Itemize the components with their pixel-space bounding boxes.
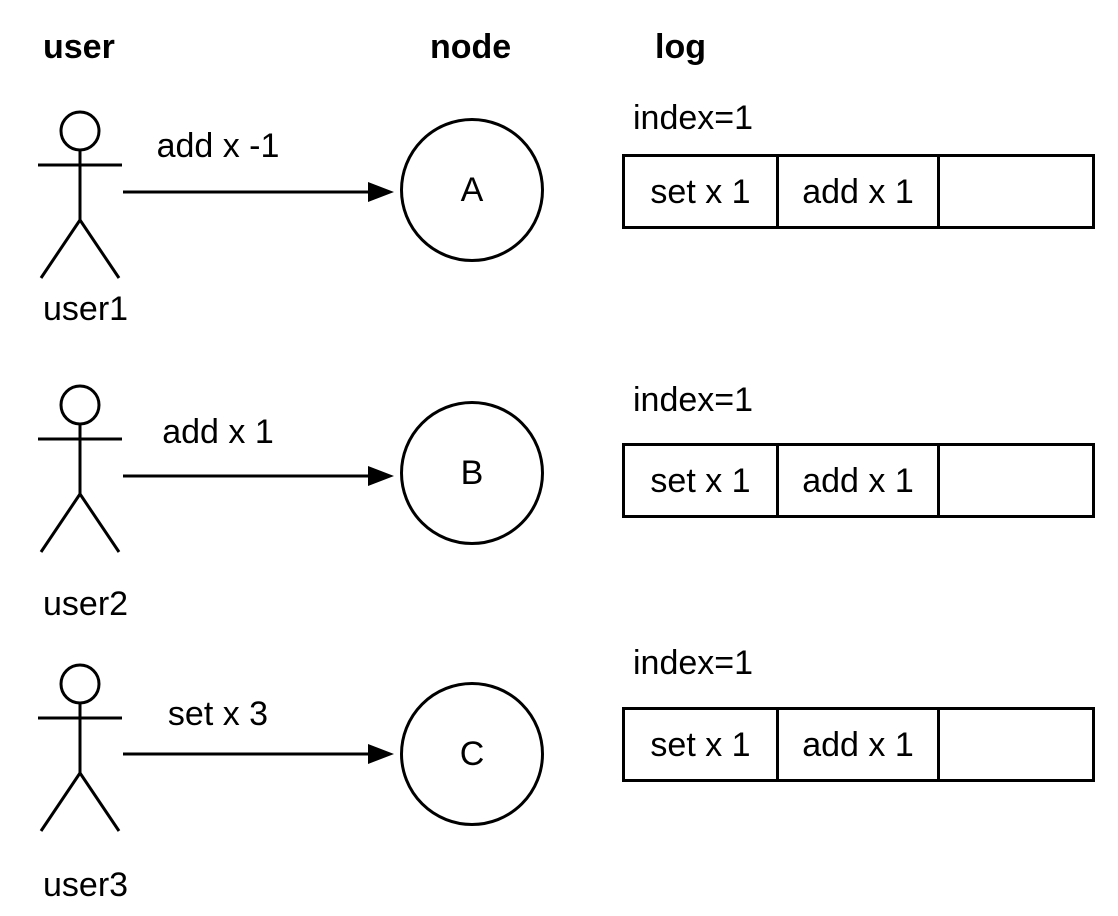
column-header-user: user bbox=[43, 28, 115, 66]
log-table: set x 1 add x 1 bbox=[622, 707, 1095, 782]
stick-figure-icon bbox=[38, 663, 122, 832]
log-cell-empty bbox=[940, 446, 1092, 515]
log-cell: set x 1 bbox=[625, 157, 779, 226]
log-cell: add x 1 bbox=[779, 157, 940, 226]
log-cell-empty bbox=[940, 157, 1092, 226]
node-label: B bbox=[460, 454, 484, 492]
column-header-log: log bbox=[655, 28, 706, 66]
node-label: C bbox=[459, 735, 485, 773]
log-index-label: index=1 bbox=[633, 99, 754, 137]
log-cell: set x 1 bbox=[625, 710, 779, 779]
log-table: set x 1 add x 1 bbox=[622, 154, 1095, 229]
log-cell: set x 1 bbox=[625, 446, 779, 515]
log-index-label: index=1 bbox=[633, 644, 754, 682]
node-label: A bbox=[460, 171, 484, 209]
log-cell: add x 1 bbox=[779, 710, 940, 779]
log-cell-empty bbox=[940, 710, 1092, 779]
log-cell: add x 1 bbox=[779, 446, 940, 515]
node-shape: C bbox=[400, 682, 544, 826]
node-shape: A bbox=[400, 118, 544, 262]
column-header-node: node bbox=[430, 28, 512, 66]
log-table: set x 1 add x 1 bbox=[622, 443, 1095, 518]
stick-figure-icon bbox=[38, 384, 122, 553]
arrow-right-icon bbox=[123, 744, 394, 764]
user-name-label: user1 bbox=[43, 290, 129, 328]
stick-figure-icon bbox=[38, 110, 122, 279]
command-label: add x 1 bbox=[162, 413, 274, 451]
command-label: add x -1 bbox=[156, 127, 280, 165]
arrow-right-icon bbox=[123, 182, 394, 202]
user-name-label: user3 bbox=[43, 866, 129, 904]
node-shape: B bbox=[400, 401, 544, 545]
user-name-label: user2 bbox=[43, 585, 129, 623]
command-label: set x 3 bbox=[167, 695, 269, 733]
arrow-right-icon bbox=[123, 466, 394, 486]
log-index-label: index=1 bbox=[633, 381, 754, 419]
